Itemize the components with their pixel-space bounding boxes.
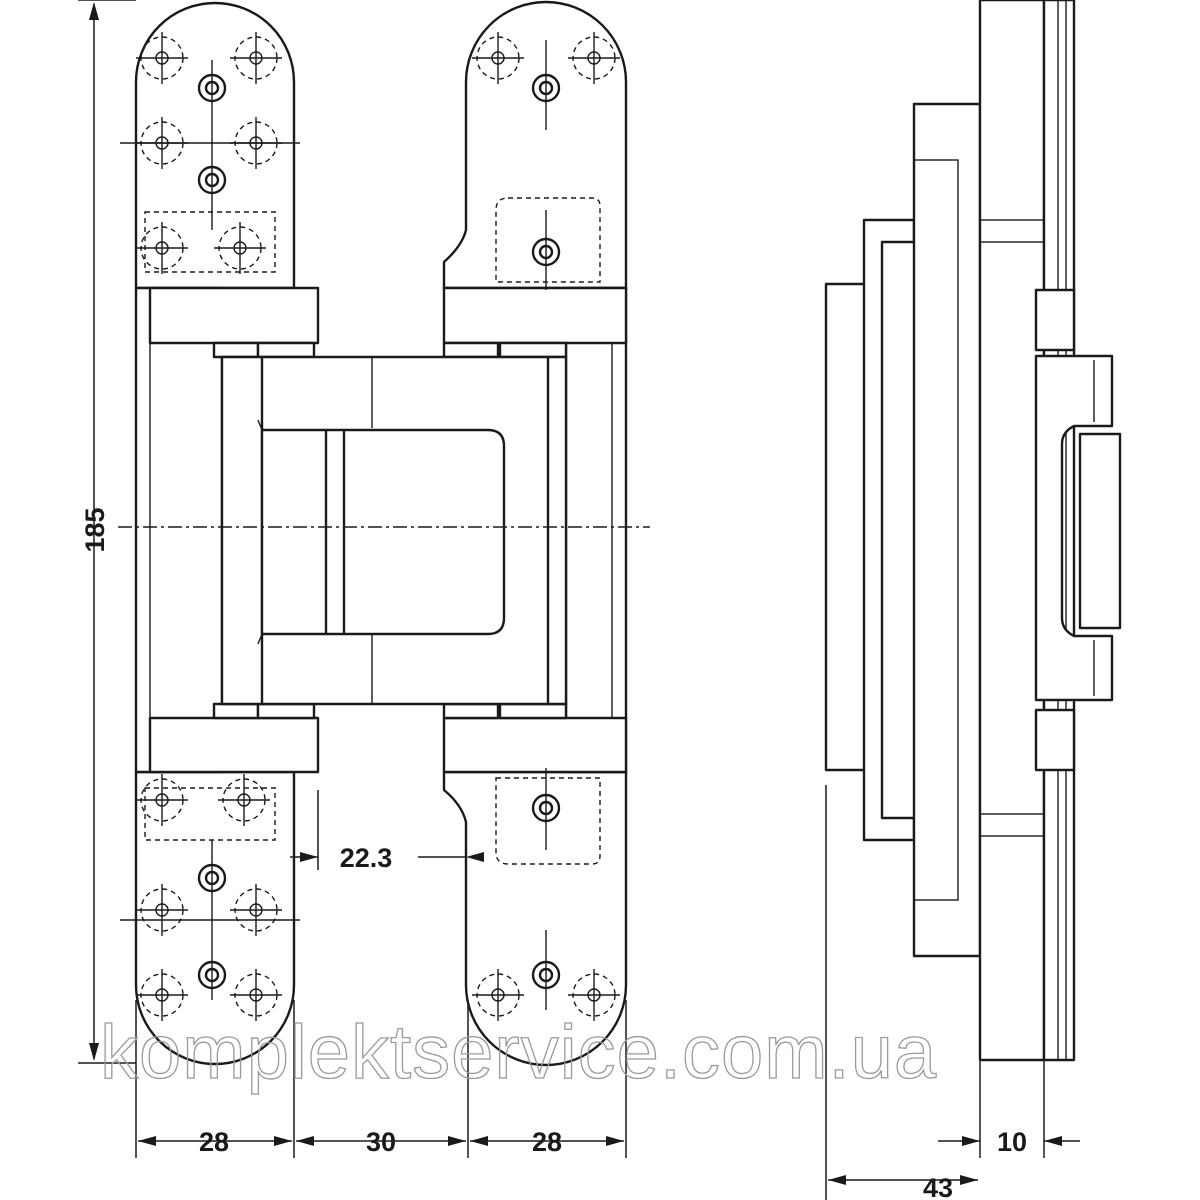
left-lower-block — [148, 716, 320, 774]
left-leaf-top — [134, 1, 296, 290]
dim-side-offset-label: 10 — [997, 1127, 1027, 1157]
left-body — [134, 286, 224, 774]
dim-center-label: 30 — [366, 1127, 396, 1157]
watermark-text: komplektservice.com.ua — [100, 1010, 937, 1095]
right-lower-block — [442, 716, 628, 774]
dimension-lines — [78, 0, 1080, 1200]
right-top-screws — [471, 31, 621, 290]
dim-left-leaf-label: 28 — [199, 1127, 229, 1157]
front-view — [118, 0, 650, 1067]
left-upper-block — [148, 286, 320, 345]
side-view — [824, 0, 1122, 1062]
right-bottom-screws — [471, 768, 621, 1022]
left-top-screws — [120, 31, 300, 275]
right-body — [564, 286, 628, 774]
dim-side-depth-label: 43 — [923, 1173, 953, 1200]
right-leaf-bottom — [442, 770, 628, 1067]
dim-right-leaf-label: 28 — [532, 1127, 562, 1157]
left-leaf-bottom — [134, 770, 296, 1066]
left-bottom-screws — [120, 773, 300, 1022]
dim-gap-label: 22.3 — [340, 843, 393, 873]
hinge-mechanism — [220, 355, 568, 706]
dim-height-label: 185 — [80, 507, 110, 552]
right-upper-block — [442, 286, 628, 345]
